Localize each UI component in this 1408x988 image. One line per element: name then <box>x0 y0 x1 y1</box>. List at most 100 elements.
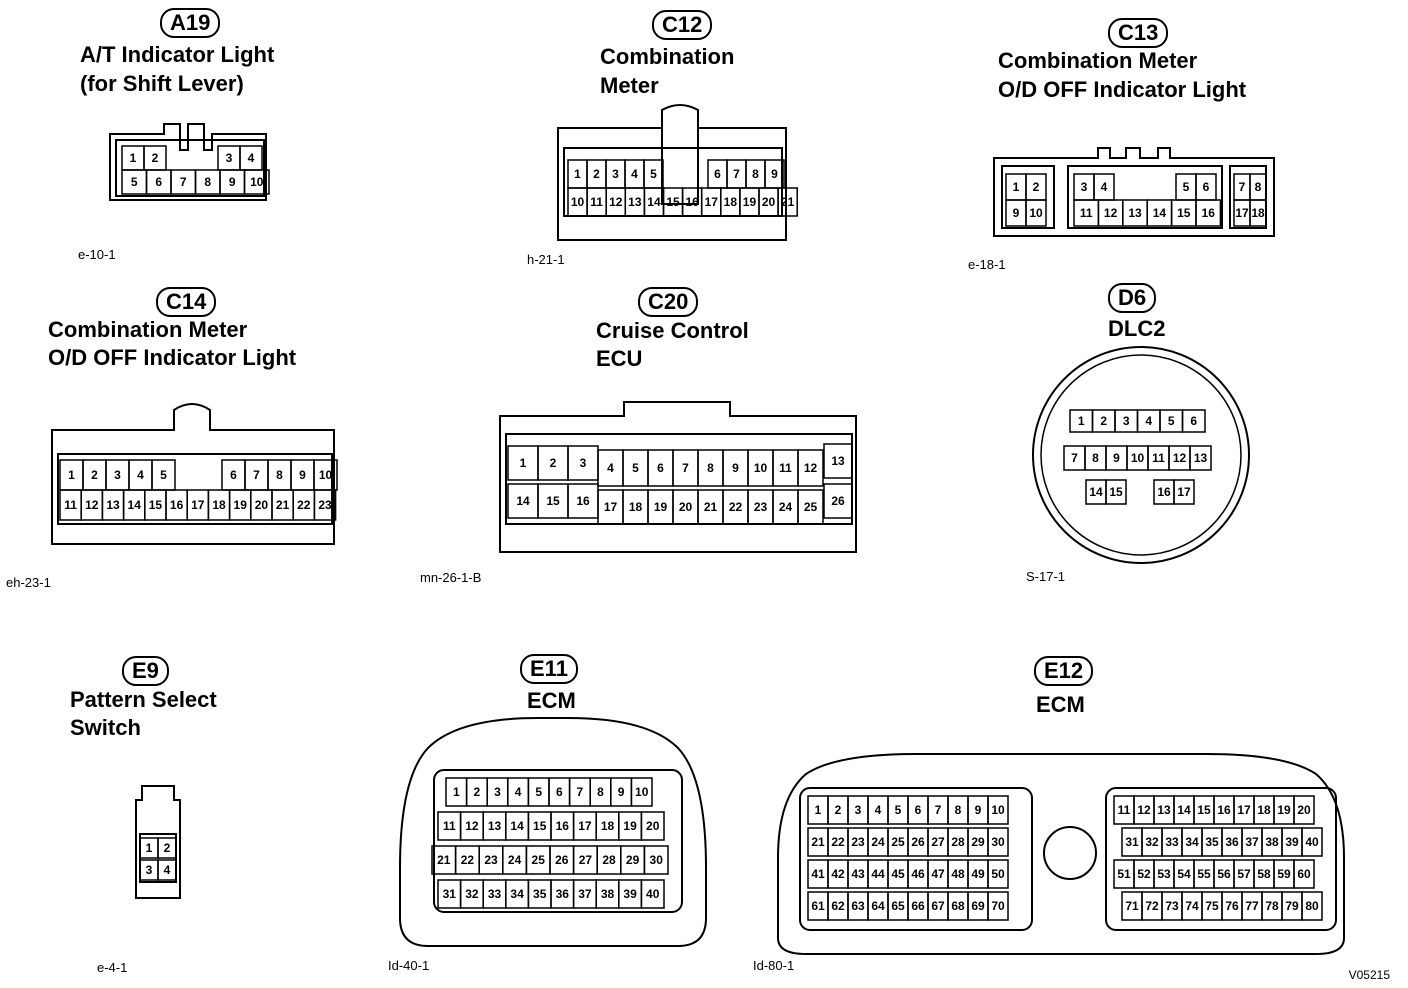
pin-cell <box>987 859 1009 889</box>
pin-number: 43 <box>851 867 865 881</box>
connector-title-c20-line1: Cruise Control <box>596 318 749 343</box>
pin-number: 5 <box>1168 414 1175 428</box>
pin-cell <box>1189 445 1212 471</box>
pin-number: 20 <box>1297 803 1311 817</box>
pin-number: 52 <box>1137 867 1151 881</box>
pin-number: 31 <box>1125 835 1139 849</box>
pin-number: 15 <box>533 819 547 833</box>
pin-number: 9 <box>732 461 739 475</box>
pin-number: 4 <box>1145 414 1152 428</box>
pin-number: 22 <box>461 853 475 867</box>
pin-number: 1 <box>130 151 137 165</box>
pin-number: 19 <box>654 500 668 514</box>
pin-number: 3 <box>114 468 121 482</box>
pin-number: 44 <box>871 867 885 881</box>
pin-number: 9 <box>229 175 236 189</box>
pin-number: 3 <box>580 456 587 470</box>
pin-number: 13 <box>628 195 642 209</box>
pin-number: 53 <box>1157 867 1171 881</box>
pin-number: 54 <box>1177 867 1191 881</box>
pin-cell <box>1105 479 1127 505</box>
pin-number: 3 <box>1081 180 1088 194</box>
pin-number: 7 <box>935 803 942 817</box>
pin-number: 18 <box>724 195 738 209</box>
pin-number: 8 <box>707 461 714 475</box>
pin-number: 41 <box>811 867 825 881</box>
connector-outline <box>115 139 265 197</box>
pin-number: 27 <box>931 835 945 849</box>
pin-number: 11 <box>1118 803 1131 817</box>
connector-title-c13-line2: O/D OFF Indicator Light <box>998 77 1247 102</box>
pin-number: 4 <box>875 803 882 817</box>
pin-number: 33 <box>1165 835 1179 849</box>
pin-number: 78 <box>1265 899 1279 913</box>
pin-number: 8 <box>1255 180 1262 194</box>
pin-number: 7 <box>1071 451 1078 465</box>
connector-title-c13-line1: Combination Meter <box>998 48 1198 73</box>
pin-number: 17 <box>1177 485 1191 499</box>
connector-outline <box>799 787 1033 931</box>
pin-number: 24 <box>779 500 793 514</box>
pin-number: 49 <box>971 867 985 881</box>
pin-number: 11 <box>64 498 77 512</box>
connector-outline <box>399 717 707 947</box>
pin-number: 23 <box>318 498 332 512</box>
pin-number: 6 <box>1203 180 1210 194</box>
connector-outline <box>557 104 787 241</box>
pin-number: 60 <box>1297 867 1311 881</box>
pin-number: 14 <box>1153 206 1167 220</box>
pin-number: 2 <box>1033 180 1040 194</box>
pin-number: 4 <box>515 785 522 799</box>
pin-number: 10 <box>319 468 333 482</box>
pin-number: 37 <box>1245 835 1259 849</box>
pin-number: 39 <box>623 887 637 901</box>
pin-number: 8 <box>1092 451 1099 465</box>
connector-code-c20: C20 <box>638 287 699 317</box>
connector-code-e12: E12 <box>1034 656 1094 686</box>
connector-outline <box>51 403 335 545</box>
pin-number: 70 <box>991 899 1005 913</box>
pin-number: 79 <box>1285 899 1299 913</box>
pin-number: 2 <box>474 785 481 799</box>
pin-number: 12 <box>465 819 479 833</box>
pin-number: 77 <box>1245 899 1259 913</box>
pin-number: 9 <box>975 803 982 817</box>
pin-number: 7 <box>577 785 584 799</box>
connector-ref-a19: e-10-1 <box>78 247 116 262</box>
pin-number: 10 <box>991 803 1005 817</box>
connector-outline <box>1032 346 1250 564</box>
pin-number: 23 <box>484 853 498 867</box>
pin-number: 20 <box>646 819 660 833</box>
pin-number: 7 <box>733 167 740 181</box>
pin-number: 17 <box>1237 803 1251 817</box>
connector-ref-c20: mn-26-1-B <box>420 570 482 585</box>
pin-number: 19 <box>1277 803 1291 817</box>
pin-number: 1 <box>453 785 460 799</box>
pin-number: 9 <box>1113 451 1120 465</box>
pin-number: 1 <box>574 167 581 181</box>
connector-outline <box>993 147 1275 237</box>
pin-number: 1 <box>815 803 822 817</box>
pin-number: 3 <box>494 785 501 799</box>
connector-code-c12: C12 <box>652 10 713 40</box>
connector-outline <box>57 453 333 525</box>
pin-number: 64 <box>871 899 885 913</box>
pin-number: 11 <box>443 819 456 833</box>
connector-code-a19: A19 <box>160 8 221 38</box>
pin-number: 21 <box>811 835 825 849</box>
pin-number: 9 <box>618 785 625 799</box>
pin-number: 55 <box>1197 867 1211 881</box>
pin-number: 75 <box>1205 899 1219 913</box>
pin-cell <box>797 489 824 525</box>
pin-number: 11 <box>779 461 792 475</box>
pin-number: 13 <box>1157 803 1171 817</box>
pin-number: 12 <box>609 195 623 209</box>
connector-outline <box>661 128 699 205</box>
pin-number: 13 <box>1128 206 1142 220</box>
pin-number: 16 <box>1157 485 1171 499</box>
pin-number: 35 <box>1205 835 1219 849</box>
pin-number: 10 <box>754 461 768 475</box>
pin-number: 20 <box>255 498 269 512</box>
